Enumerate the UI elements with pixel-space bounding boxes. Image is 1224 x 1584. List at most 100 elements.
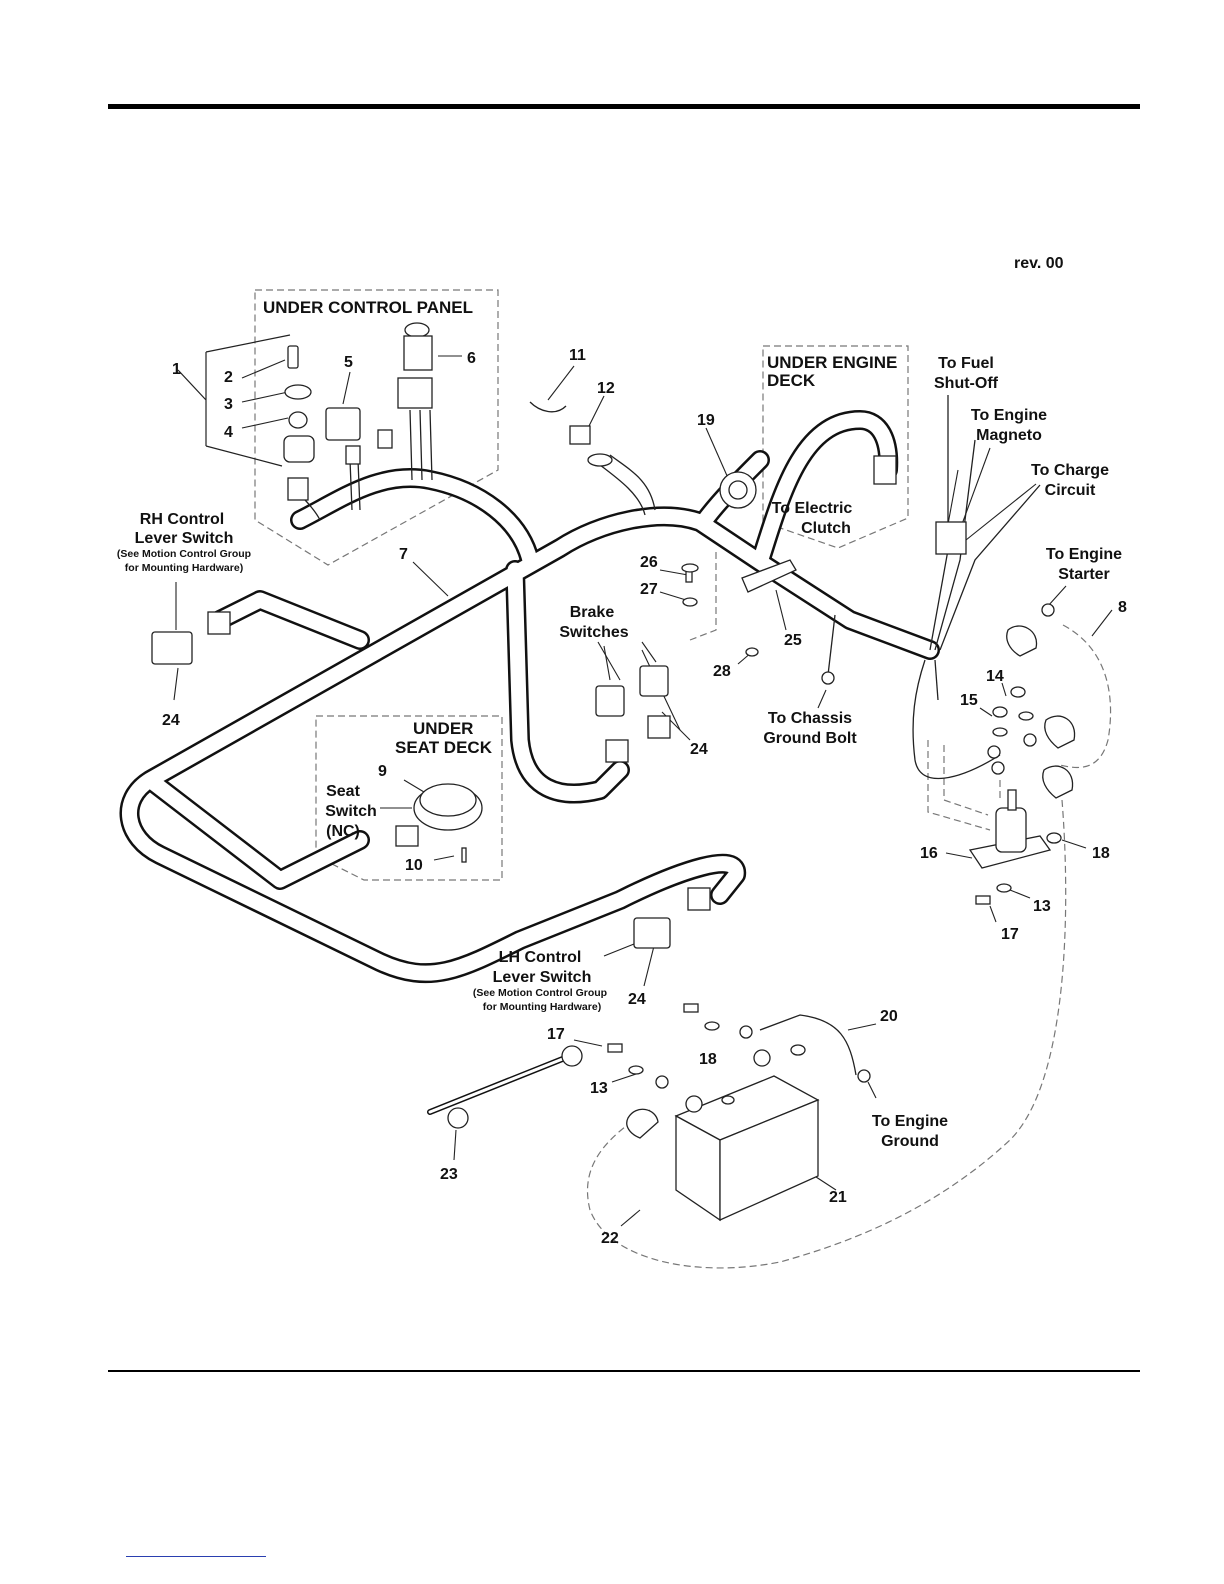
ignition-switch-icon [283, 435, 315, 463]
battery-front-icon [719, 1099, 819, 1222]
callout-27: 27 [640, 581, 658, 598]
clip-icon [529, 401, 567, 413]
ring-terminal-icon [987, 745, 1001, 759]
bolt-icon [683, 1003, 699, 1013]
callout-24-lh: 24 [628, 991, 646, 1008]
label-magneto-1: To Engine [971, 407, 1047, 424]
pto-knob-icon [404, 322, 430, 338]
box-title-engine-deck-1: UNDER ENGINE [767, 353, 897, 372]
label-brake-2: Switches [559, 624, 628, 641]
connector-icon [287, 477, 309, 501]
label-brake-1: Brake [570, 604, 615, 621]
nut-icon [721, 1095, 735, 1105]
nut-icon [790, 1044, 806, 1056]
ring-terminal-icon [991, 761, 1005, 775]
box-title-engine-deck-2: DECK [767, 371, 816, 390]
box-title-seat-deck-1: UNDER [413, 719, 473, 738]
callout-8: 8 [1118, 599, 1127, 616]
label-chassis-1: To Chassis [768, 710, 852, 727]
label-seat-2: Switch [325, 803, 377, 820]
callout-7: 7 [399, 546, 408, 563]
boot-icon [1042, 765, 1074, 799]
starter-cable-dashed [1059, 624, 1112, 769]
label-starter-1: To Engine [1046, 546, 1122, 563]
label-charge-1: To Charge [1031, 462, 1109, 479]
callout-14: 14 [986, 668, 1004, 685]
harness-main-inner [122, 412, 938, 981]
connector-icon [377, 429, 393, 449]
callout-24-brake: 24 [690, 741, 708, 758]
brake-switch-icon [639, 665, 669, 697]
washer-icon [996, 883, 1012, 893]
pto-connector-icon [397, 377, 433, 409]
bolt-icon [607, 1043, 623, 1053]
ring-terminal-icon [857, 1069, 871, 1083]
callout-11: 11 [569, 347, 586, 364]
box-title-seat-deck-2: SEAT DECK [395, 738, 493, 757]
ring-terminal-icon [821, 671, 835, 685]
box-title-control-panel: UNDER CONTROL PANEL [263, 298, 473, 317]
rod-end-icon [447, 1107, 469, 1129]
bracket-hardware-box [689, 552, 717, 641]
label-engine-ground-1: To Engine [872, 1113, 948, 1130]
ring-terminal-icon [1023, 733, 1037, 747]
rh-lever-switch-icon [151, 631, 193, 665]
callout-28: 28 [713, 663, 731, 680]
label-rh-note-2: for Mounting Hardware) [125, 562, 243, 574]
washer-icon [992, 727, 1008, 737]
washer-icon [628, 1065, 644, 1075]
callout-18: 18 [1092, 845, 1110, 862]
seat-deck-box [315, 715, 503, 881]
callout-23: 23 [440, 1166, 458, 1183]
callout-12: 12 [597, 380, 615, 397]
callout-13: 13 [1033, 898, 1051, 915]
callout-4: 4 [224, 424, 233, 441]
callout-21: 21 [829, 1189, 847, 1206]
connector-icon [345, 445, 361, 465]
washer-icon [1018, 711, 1034, 721]
callout-2: 2 [224, 369, 233, 386]
connector-icon [207, 611, 231, 635]
ring-terminal-icon [655, 1075, 669, 1089]
label-clutch-1: To Electric [772, 500, 853, 517]
label-rh-note-1: (See Motion Control Group [117, 548, 251, 560]
label-fuel-1: To Fuel [938, 355, 994, 372]
solenoid-dashed-1 [927, 740, 991, 831]
label-lh-note-2: for Mounting Hardware) [483, 1001, 601, 1013]
callout-24-rh: 24 [162, 712, 180, 729]
label-fuel-2: Shut-Off [934, 375, 999, 392]
bottom-rule [108, 1370, 1140, 1372]
label-engine-ground-2: Ground [881, 1133, 939, 1150]
label-chassis-2: Ground Bolt [763, 730, 857, 747]
top-rule [108, 104, 1140, 109]
callout-5: 5 [344, 354, 353, 371]
rod-end-icon [561, 1045, 583, 1067]
nut-icon [1046, 832, 1062, 844]
label-rh-switch-2: Lever Switch [135, 530, 234, 547]
boot-icon [626, 1108, 659, 1139]
callout-10: 10 [405, 857, 423, 874]
solenoid-icon [995, 807, 1027, 853]
battery-terminal-icon [753, 1049, 771, 1067]
multi-connector-icon [935, 521, 967, 555]
battery-cable-dashed [586, 799, 1067, 1269]
label-clutch-2: Clutch [801, 520, 851, 537]
callout-3: 3 [224, 396, 233, 413]
callout-19: 19 [697, 412, 715, 429]
light-switch-icon [325, 407, 361, 441]
connector-icon [687, 887, 711, 911]
pto-switch-icon [403, 335, 433, 371]
callout-17: 17 [1001, 926, 1019, 943]
footer-link-underline[interactable] [126, 1556, 266, 1557]
callout-25: 25 [784, 632, 802, 649]
clutch-connector-icon [873, 455, 897, 485]
callout-26: 26 [640, 554, 658, 571]
connector-icon [647, 715, 671, 739]
clamp-icon [741, 559, 797, 593]
ring-terminal-icon [1041, 603, 1055, 617]
battery-terminal-icon [685, 1095, 703, 1113]
callout-15: 15 [960, 692, 978, 709]
label-starter-2: Starter [1058, 566, 1110, 583]
callout-22: 22 [601, 1230, 619, 1247]
